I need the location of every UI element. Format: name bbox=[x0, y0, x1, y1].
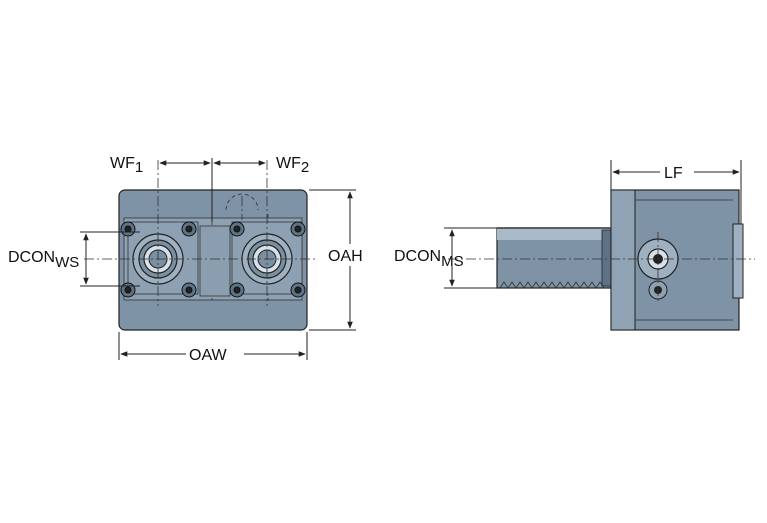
oah-label: OAH bbox=[328, 248, 363, 265]
screw bbox=[290, 282, 306, 298]
wf-dimension bbox=[159, 158, 266, 222]
oaw-label: OAW bbox=[189, 347, 228, 364]
oaw-dimension bbox=[118, 332, 308, 365]
screw bbox=[181, 282, 197, 298]
dconms-label: DCONMS bbox=[394, 248, 464, 270]
screw bbox=[229, 282, 245, 298]
dconms-dimension bbox=[444, 227, 497, 289]
side-view: LF DCONMS bbox=[394, 160, 755, 331]
screw bbox=[181, 221, 197, 237]
shank bbox=[496, 227, 612, 289]
dconws-dimension bbox=[80, 231, 140, 287]
screw bbox=[120, 221, 136, 237]
wf1-label: WF1 bbox=[110, 155, 143, 176]
front-view: WF1 WF2 DCONWS OAH OAW bbox=[8, 155, 374, 365]
screw bbox=[120, 282, 136, 298]
lf-dimension bbox=[610, 160, 742, 224]
dconws-label: DCONWS bbox=[8, 249, 79, 271]
center-block bbox=[199, 225, 231, 297]
screw bbox=[229, 221, 245, 237]
lf-label: LF bbox=[664, 165, 683, 182]
screw bbox=[290, 221, 306, 237]
oah-dimension bbox=[309, 189, 374, 331]
wf2-label: WF2 bbox=[276, 155, 309, 176]
serration bbox=[499, 281, 605, 289]
